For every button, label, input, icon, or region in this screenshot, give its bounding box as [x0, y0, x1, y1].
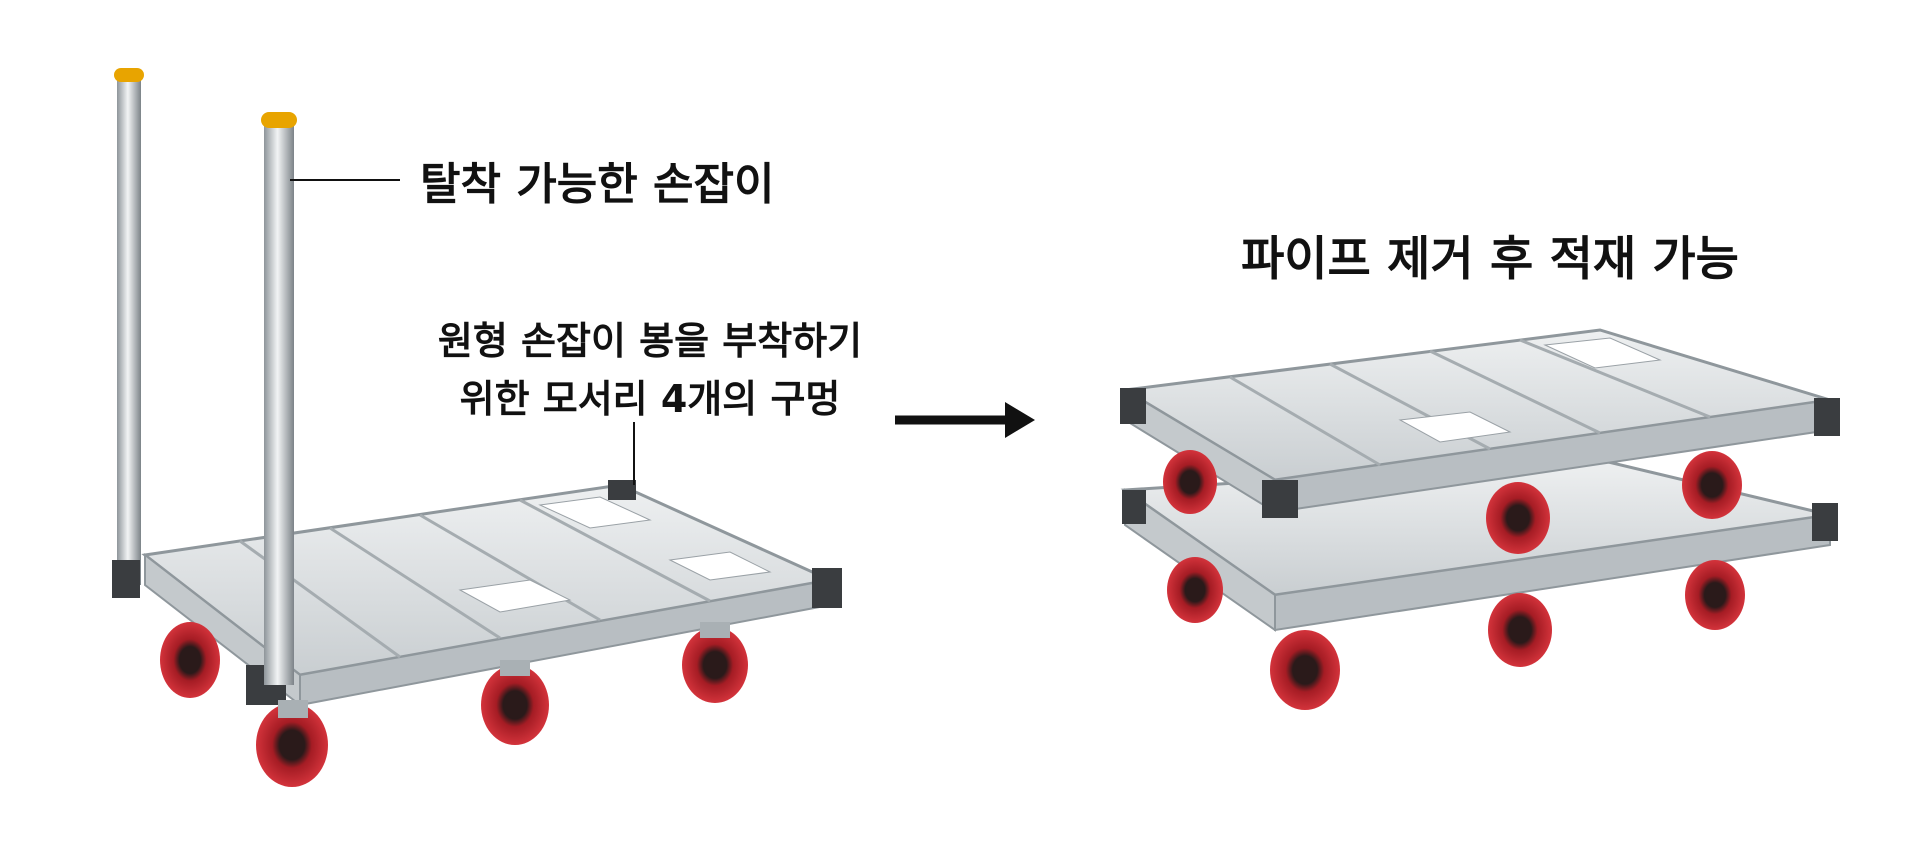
stacked-carts — [1120, 328, 1840, 710]
stackable-label: 파이프 제거 후 적재 가능 — [1241, 232, 1739, 287]
detachable-handle-label: 탈착 가능한 손잡이 — [420, 159, 775, 210]
corner-holes-label: 원형 손잡이 봉을 부착하기 위한 모서리 4개의 구멍 — [400, 312, 900, 428]
handle-pipe-front — [261, 112, 297, 685]
corner-cap — [112, 560, 140, 598]
corner-holes-label-line2: 위한 모서리 4개의 구멍 — [459, 377, 841, 421]
corner-cap — [812, 568, 842, 608]
upper-cart — [1120, 328, 1840, 554]
caster-wheels — [160, 622, 748, 787]
handle-pipe-back — [114, 68, 144, 585]
corner-holes-label-line1: 원형 손잡이 봉을 부착하기 — [437, 319, 863, 363]
corner-cap — [608, 480, 636, 500]
arrow-right-icon — [895, 402, 1035, 438]
single-cart — [112, 68, 842, 787]
